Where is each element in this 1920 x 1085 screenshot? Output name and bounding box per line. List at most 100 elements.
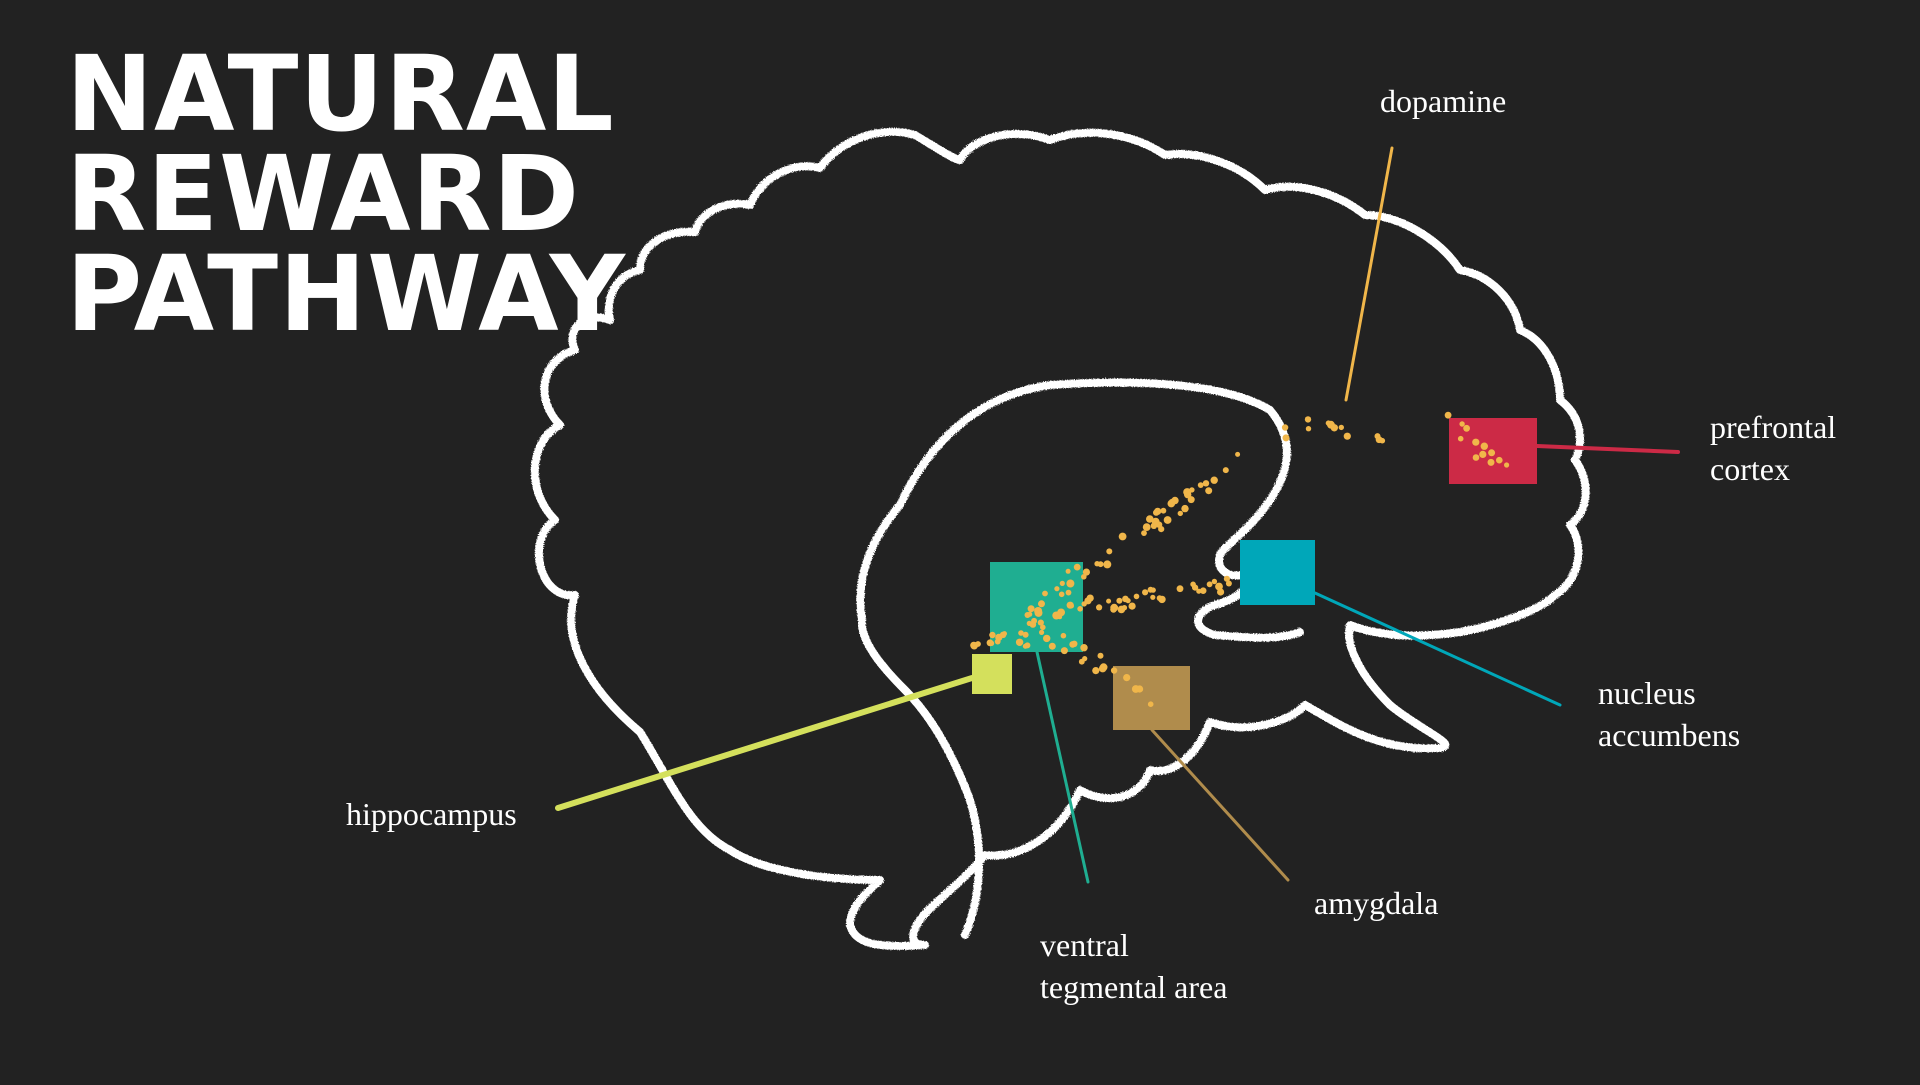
dopamine-dot [1325, 420, 1332, 426]
dopamine-dot [1150, 594, 1156, 600]
dopamine-dot [1343, 432, 1351, 440]
dopamine-dot [1018, 630, 1024, 636]
dopamine-dot [1156, 595, 1163, 601]
dopamine-dot [1106, 548, 1113, 555]
dopamine-dot [1305, 426, 1312, 432]
dopamine-dot [995, 633, 1003, 642]
dopamine-dot [1116, 597, 1123, 604]
dopamine-dot [1281, 424, 1289, 431]
dopamine-dot [1080, 644, 1088, 652]
dopamine-dot [1058, 591, 1065, 598]
dopamine-dot [1110, 667, 1118, 674]
dopamine-dot [1197, 482, 1204, 488]
dopamine-dot [1206, 581, 1213, 588]
dopamine-dot [1117, 605, 1126, 614]
dopamine-dot [1141, 530, 1147, 536]
label-ventral-tegmental-area: ventral tegmental area [1040, 924, 1227, 1008]
dopamine-dot [1330, 424, 1339, 432]
dopamine-dot [1158, 526, 1165, 533]
dopamine-pathway-dots [970, 411, 1510, 707]
dopamine-dot [1177, 510, 1184, 517]
label-prefrontal-line-1: prefrontal [1710, 409, 1837, 445]
dopamine-dot [1210, 476, 1218, 484]
dopamine-dot [1034, 607, 1043, 615]
dopamine-dot [1187, 496, 1195, 504]
dopamine-dot [1040, 624, 1046, 631]
dopamine-dot [1463, 424, 1470, 432]
title-line-1: NATURAL [66, 33, 615, 155]
dopamine-dot [1444, 411, 1452, 419]
dopamine-dot [1154, 507, 1162, 515]
dopamine-dot [1103, 560, 1112, 569]
label-prefrontal-line-2: cortex [1710, 451, 1790, 487]
dopamine-dot [1304, 416, 1312, 423]
dopamine-dot [1082, 656, 1088, 662]
dopamine-dot [1042, 590, 1048, 597]
dopamine-dot [1077, 606, 1083, 612]
dopamine-dot [1125, 598, 1131, 604]
dopamine-dot [1123, 674, 1131, 682]
dopamine-dot [1487, 458, 1495, 466]
dopamine-dot [1504, 462, 1510, 468]
dopamine-dot [1118, 532, 1127, 541]
dopamine-dot [1223, 575, 1230, 582]
dopamine-dot [989, 631, 996, 639]
dopamine-dot [1052, 611, 1061, 620]
nucleus-accumbens-leader-line [1313, 591, 1562, 707]
dopamine-dot [1082, 568, 1090, 576]
label-prefrontal-cortex: prefrontal cortex [1710, 406, 1836, 490]
dopamine-dot [1031, 617, 1038, 624]
dopamine-dot [1222, 467, 1229, 474]
label-nucleus-line-2: accumbens [1598, 717, 1741, 753]
dopamine-dot [1142, 589, 1149, 596]
dopamine-dot [1066, 601, 1074, 609]
dopamine-dot [1060, 632, 1067, 639]
dopamine-dot [1202, 480, 1210, 487]
dopamine-dot [1190, 581, 1196, 588]
dopamine-dot [1110, 603, 1119, 612]
dopamine-dot [1457, 435, 1464, 442]
dopamine-dot [1133, 593, 1140, 600]
dopamine-dot [1472, 438, 1480, 446]
dopamine-dot [1039, 629, 1045, 636]
dopamine-dot [1142, 523, 1151, 531]
dopamine-dot [1136, 685, 1144, 693]
dopamine-dot [1183, 488, 1192, 497]
dopamine-dot [1282, 434, 1290, 442]
label-nucleus-line-1: nucleus [1598, 675, 1696, 711]
dopamine-dot [1338, 424, 1345, 431]
amygdala-leader-line [1150, 728, 1290, 882]
dopamine-dot [1002, 631, 1007, 637]
dopamine-dot [1151, 517, 1160, 526]
dopamine-dot [1217, 588, 1225, 596]
dopamine-dot [1147, 701, 1154, 707]
dopamine-dot [1479, 450, 1487, 458]
dopamine-dot [1176, 585, 1184, 593]
dopamine-dot [1037, 619, 1044, 626]
dopamine-dot [970, 641, 978, 649]
dopamine-dot [1094, 561, 1100, 567]
dopamine-dot [1024, 612, 1031, 618]
dopamine-dot [1066, 579, 1075, 588]
ventral-tegmental-area-leader-line [1035, 650, 1090, 884]
dopamine-leader-line [1344, 146, 1394, 402]
dopamine-dot [1205, 487, 1213, 495]
dopamine-dot [1071, 640, 1078, 647]
hippocampus-leader-line [555, 675, 975, 811]
dopamine-dot [1459, 421, 1465, 427]
dopamine-dot [1092, 667, 1100, 675]
label-nucleus-accumbens: nucleus accumbens [1598, 672, 1740, 756]
dopamine-dot [1065, 589, 1072, 596]
dopamine-dot [1024, 642, 1031, 649]
dopamine-dot [1098, 664, 1107, 673]
dopamine-dot [1189, 487, 1195, 493]
dopamine-dot [988, 640, 995, 646]
label-hippocampus: hippocampus [346, 796, 517, 832]
dopamine-dot [1488, 449, 1496, 457]
dopamine-dot [1060, 647, 1068, 655]
label-vta-line-1: ventral [1040, 927, 1129, 963]
label-dopamine: dopamine [1380, 83, 1507, 119]
dopamine-dot [1128, 602, 1136, 610]
brain-outline [531, 127, 1590, 950]
